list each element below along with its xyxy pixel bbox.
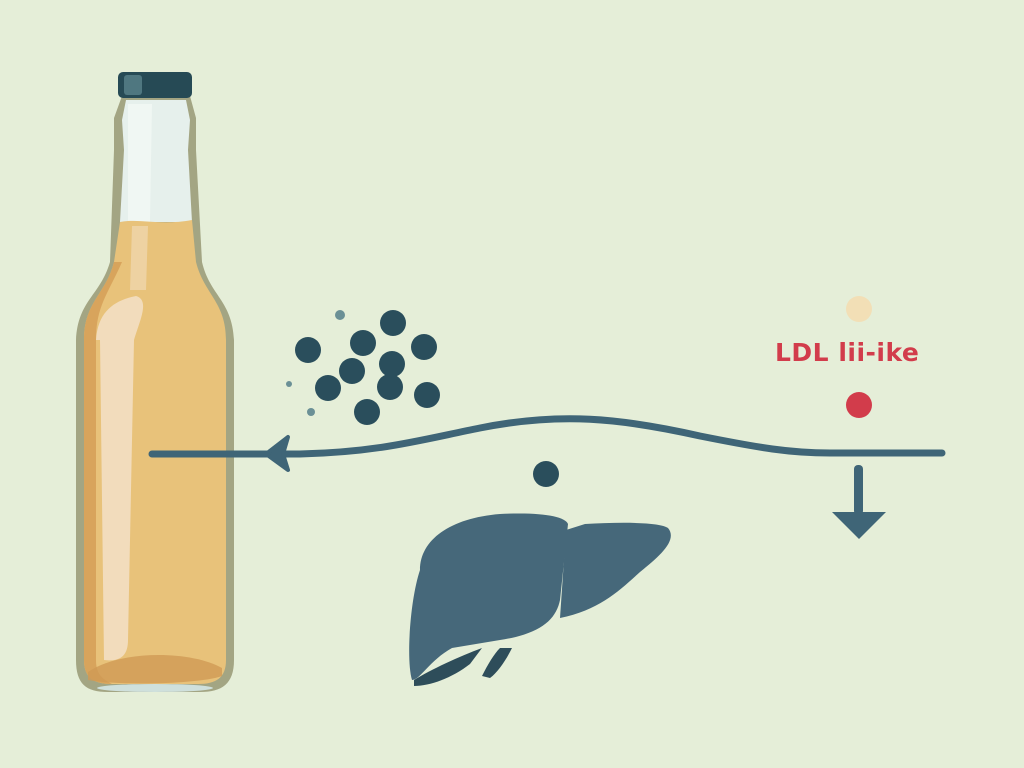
beer-bottle-icon: [76, 72, 234, 692]
liver-icon: [409, 513, 671, 686]
flow-arrow-left: [148, 415, 946, 472]
red-dot: [846, 392, 872, 418]
particle-cluster: [286, 310, 440, 425]
down-arrow-icon: [832, 465, 886, 539]
beige-dot: [846, 296, 872, 322]
dark-dot: [533, 461, 559, 487]
ldl-label: LDL lii-ike: [775, 338, 920, 367]
